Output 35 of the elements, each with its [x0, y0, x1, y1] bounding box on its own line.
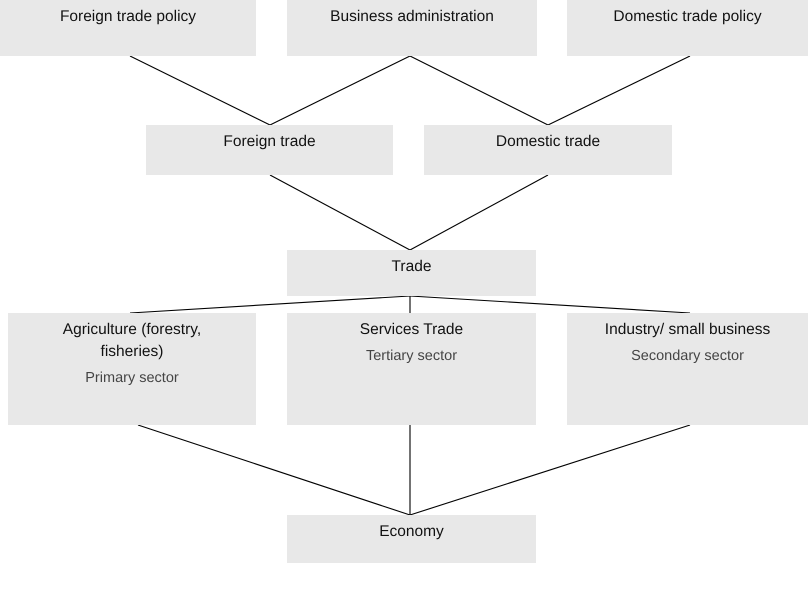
category-label: Trade — [390, 257, 432, 277]
category-box — [287, 313, 536, 425]
connector-line — [410, 424, 690, 516]
connector-line — [410, 174, 548, 250]
category-label: Domestic trade policy — [612, 7, 763, 27]
category-box — [567, 0, 808, 56]
category-label: Domestic trade — [494, 132, 602, 152]
sector-label: Secondary sector — [630, 347, 745, 366]
connector-line — [409, 296, 411, 313]
sector-label: Tertiary sector — [364, 347, 458, 366]
category-label: Foreign trade — [222, 132, 317, 152]
connector-line — [548, 56, 690, 126]
connector-line — [130, 56, 270, 126]
category-box — [287, 0, 537, 56]
connector-line — [410, 295, 690, 314]
category-label: Agriculture (forestry, fisheries) — [62, 320, 202, 362]
category-label: Foreign trade policy — [58, 7, 198, 27]
connector-line — [410, 56, 548, 126]
category-label: Services Trade — [358, 320, 464, 340]
category-label: Business administration — [329, 7, 495, 27]
sector-label: Primary sector — [84, 369, 180, 388]
category-box — [0, 0, 256, 56]
connector-line — [409, 425, 411, 515]
connector-line — [270, 174, 410, 250]
category-box — [567, 313, 808, 425]
category-box — [146, 125, 393, 175]
connector-line — [130, 295, 410, 314]
connector-line — [270, 56, 410, 126]
category-box — [287, 515, 536, 563]
category-label: Industry/ small business — [604, 320, 772, 340]
category-box — [424, 125, 672, 175]
category-box — [287, 250, 536, 296]
connector-line — [138, 424, 410, 516]
category-box — [8, 313, 256, 425]
category-label: Economy — [378, 522, 445, 542]
